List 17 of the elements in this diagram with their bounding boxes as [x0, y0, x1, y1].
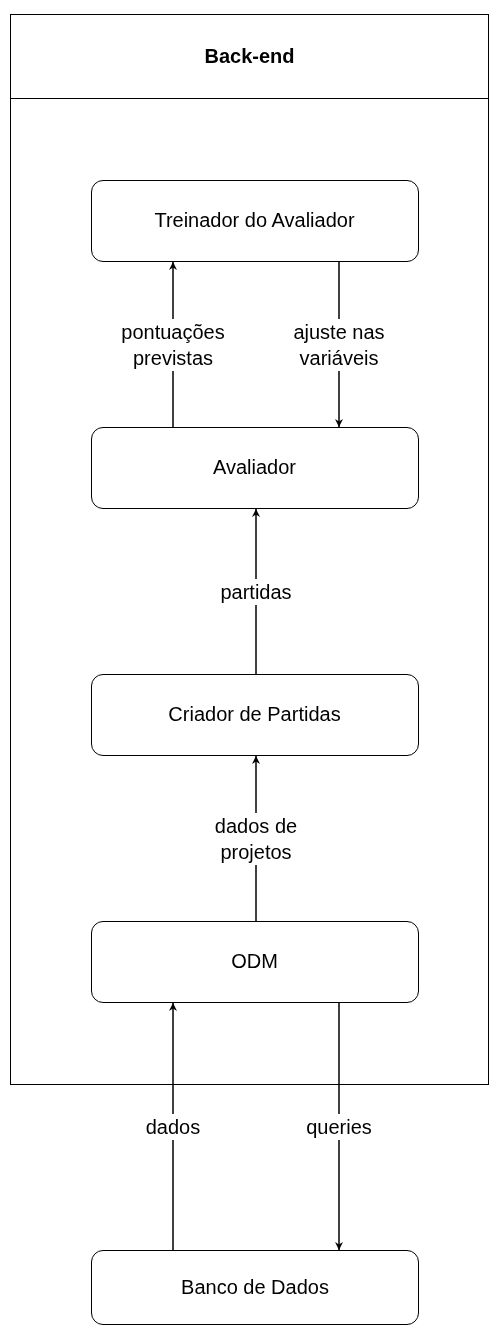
box-label: ODM [231, 950, 278, 973]
group-title: Back-end [204, 45, 295, 68]
arrow [335, 1002, 343, 1251]
arrow [169, 1002, 177, 1251]
process-box [91, 1250, 419, 1325]
edge-label: queries [306, 1113, 372, 1140]
process-box [90, 179, 419, 262]
process-box [90, 673, 419, 756]
box-label: Avaliador [213, 456, 296, 479]
box-label: Treinador do Avaliador [154, 209, 355, 232]
process-box [90, 920, 419, 1003]
process-box [90, 426, 419, 509]
box-label: Criador de Partidas [168, 703, 341, 726]
box-label: Banco de Dados [181, 1276, 329, 1299]
edge-label: dados [145, 1113, 201, 1140]
group-container [10, 14, 489, 1085]
edge-label: partidas [220, 578, 292, 605]
